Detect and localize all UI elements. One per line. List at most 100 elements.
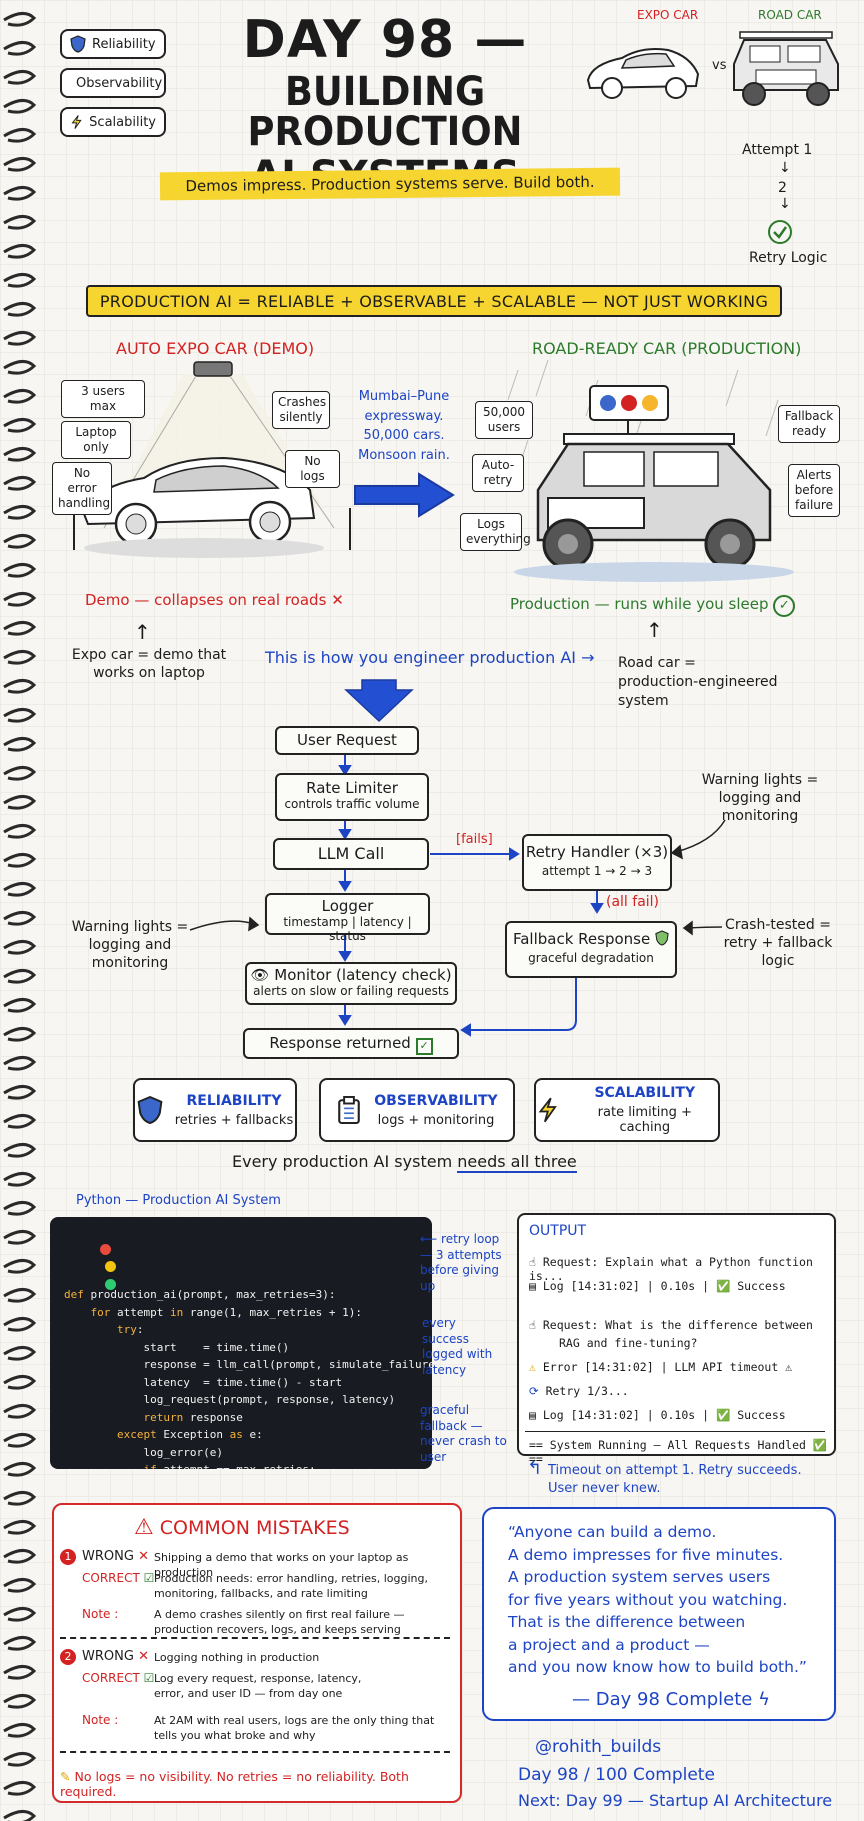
spiral-ring [3, 1317, 37, 1332]
quote-line: That is the difference between [508, 1613, 746, 1631]
production-heading: ROAD-READY CAR (PRODUCTION) [532, 339, 802, 358]
badge-observability: Observability [60, 68, 166, 98]
retry-mini-attempt-2: 2 [778, 180, 787, 196]
close-dot-icon [99, 1243, 111, 1255]
minimize-dot-icon [104, 1261, 116, 1272]
spiral-ring [3, 1230, 37, 1245]
output-line-retry: ⟳ Retry 1/3... [529, 1384, 629, 1398]
code-line: start = time.time() [64, 1340, 290, 1354]
spiral-ring [3, 99, 37, 114]
monitor-title: Monitor (latency check) [274, 966, 452, 984]
demo-heading: AUTO EXPO CAR (DEMO) [116, 339, 315, 358]
shield-icon [70, 35, 86, 53]
note-text: At 2AM with real users, logs are the onl… [154, 1714, 435, 1742]
title-line-1: DAY 98 — [242, 10, 528, 70]
maximize-dot-icon [104, 1278, 116, 1290]
retry-mini-arrow-2: ↓ [779, 196, 791, 212]
output-panel: OUTPUT ☝ Request: Explain what a Python … [517, 1213, 836, 1466]
road-car-sketch-icon [733, 31, 839, 106]
spiral-ring [3, 766, 37, 781]
spiral-ring [3, 1404, 37, 1419]
spiral-ring [3, 940, 37, 955]
next-day: Next: Day 99 — Startup AI Architecture [518, 1791, 833, 1810]
pillar-title: SCALABILITY [594, 1085, 696, 1101]
crash-tested-note: Crash-tested = retry + fallback logic [723, 917, 833, 970]
pillar-observability: OBSERVABILITY logs + monitoring [319, 1078, 515, 1142]
code-line: log_error(e) [64, 1445, 223, 1459]
clipboard-icon [338, 1096, 361, 1125]
correct-text: Production needs: error handling, retrie… [154, 1572, 428, 1600]
pillar-sub: logs + monitoring [377, 1112, 495, 1128]
output-text: Request: Explain what a Python function … [529, 1255, 813, 1283]
quote-line: for five years without you watching. [508, 1590, 788, 1609]
correct-label: CORRECT ☑ [82, 1571, 154, 1586]
spiral-ring [3, 215, 37, 230]
output-text: Log [14:31:02] | 0.10s | ✅ Success [542, 1408, 786, 1422]
expo-car-spotlight-illustration [73, 361, 351, 558]
spiral-ring [3, 1752, 37, 1767]
pillar-title: OBSERVABILITY [374, 1092, 498, 1109]
spiral-ring [3, 41, 37, 56]
check-circle-icon [768, 220, 792, 244]
demo-note-logs: No logs [285, 450, 340, 488]
check-circle-icon: ✓ [773, 595, 796, 617]
shield-icon [655, 930, 669, 946]
badge-reliability: Reliability [60, 29, 166, 59]
spiral-ring [3, 853, 37, 868]
quote-line: and you now know how to build both.” [508, 1658, 807, 1676]
quote-sign: — Day 98 Complete ϟ [572, 1689, 770, 1710]
spiral-ring [3, 1462, 37, 1477]
up-arrow-icon: ↑ [646, 618, 663, 642]
demo-caption: Expo car = demo that works on laptop [71, 647, 227, 682]
annotation-text: retry loop — 3 attempts before giving up [420, 1232, 502, 1293]
author-handle: @rohith_builds [535, 1737, 662, 1757]
output-status: == System Running — All Requests Handled… [529, 1438, 828, 1466]
spiral-ring [3, 1636, 37, 1651]
flow-user-request: User Request [275, 726, 419, 755]
quote-sign-text: — Day 98 Complete [572, 1689, 753, 1710]
note-text: A demo crashes silently on first real fa… [154, 1608, 405, 1636]
note-label: Note : [82, 1713, 119, 1727]
spiral-ring [3, 621, 37, 636]
flow-fallback-response: Fallback Response graceful degradation [505, 921, 677, 978]
demo-note-laptop: Laptop only [61, 421, 131, 459]
spiral-ring [3, 1607, 37, 1622]
spiral-ring [3, 389, 37, 404]
spiral-ring [3, 1433, 37, 1448]
spiral-binding [3, 12, 37, 1821]
quote-line: A production system serves users [508, 1568, 771, 1586]
code-line: if attempt == max_retries: [64, 1461, 422, 1469]
warning-lights-note-right: Warning lights = logging and monitoring [701, 772, 819, 825]
flow-monitor: 👁 Monitor (latency check) alerts on slow… [245, 962, 457, 1005]
code-line: latency = time.time() - start [64, 1375, 343, 1389]
badge-scalability: Scalability [60, 107, 166, 137]
quote-line: A demo impresses for five minutes. [508, 1545, 784, 1564]
spiral-ring [3, 1259, 37, 1274]
check-box-icon: ☑ [143, 1671, 155, 1685]
curved-arrow-icon: ↰ [527, 1458, 543, 1479]
quote-line: a project and a product — [508, 1635, 710, 1654]
output-line-request-2b: RAG and fine-tuning? [559, 1336, 698, 1350]
cross-icon: ✕ [331, 591, 344, 609]
spiral-ring [3, 1346, 37, 1361]
cross-icon: ✕ [138, 1549, 149, 1564]
quote-card: “Anyone can build a demo. A demo impress… [482, 1507, 836, 1721]
wrong-label: WRONG ✕ [82, 1549, 149, 1564]
output-line-error: ⚠ Error [14:31:02] | LLM API timeout ⚠ [529, 1360, 792, 1374]
fallback-sub: graceful degradation [528, 951, 654, 965]
output-text: Error [14:31:02] | LLM API timeout ⚠ [542, 1360, 793, 1374]
code-line: response = llm_call(prompt, simulate_fai… [64, 1358, 432, 1371]
code-line: for attempt in range(1, max_retries + 1)… [90, 1305, 363, 1319]
production-verdict: Production — runs while you sleep ✓ [510, 595, 796, 617]
pillar-title: RELIABILITY [186, 1092, 282, 1109]
production-ai-banner: PRODUCTION AI = RELIABLE + OBSERVABLE + … [86, 285, 782, 317]
vs-label: vs [712, 58, 727, 73]
spiral-ring [3, 882, 37, 897]
note-label: Note : [82, 1607, 119, 1621]
common-mistakes-panel: ⚠ COMMON MISTAKES 1 WRONG ✕ Shipping a d… [52, 1503, 462, 1803]
spiral-ring [3, 1172, 37, 1187]
badge-label: Reliability [92, 36, 156, 52]
retry-mini-arrow-1: ↓ [779, 160, 791, 176]
code-line: return response [143, 1410, 243, 1424]
